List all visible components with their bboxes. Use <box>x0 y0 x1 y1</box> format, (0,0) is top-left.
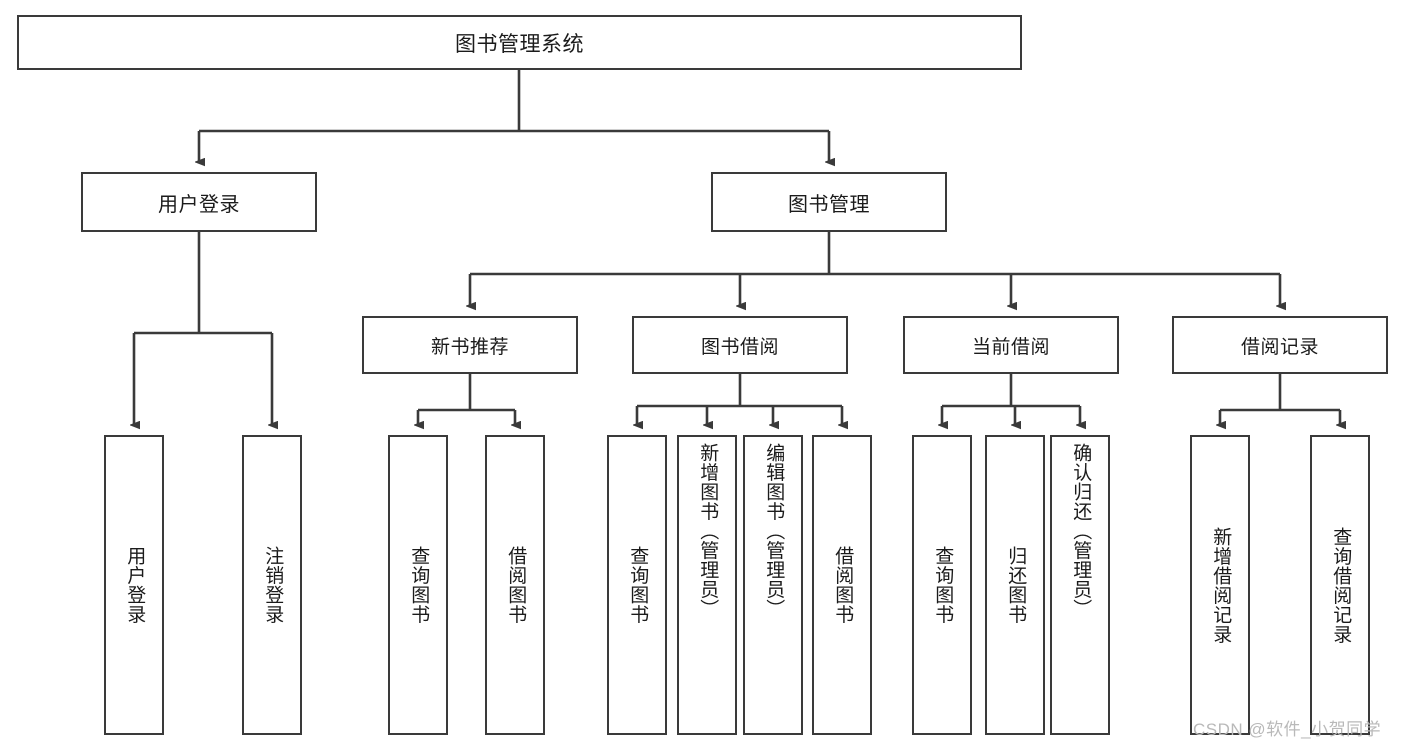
node-borrow-record[interactable]: 借阅记录 <box>1172 316 1388 374</box>
node-leaf-user-logout[interactable]: 注销登录 <box>242 435 302 735</box>
node-root[interactable]: 图书管理系统 <box>17 15 1022 70</box>
node-leaf-user-login[interactable]: 用户登录 <box>104 435 164 735</box>
node-leaf-borrow-book[interactable]: 借阅图书 <box>812 435 872 735</box>
node-leaf-query-book-recommend[interactable]: 查询图书 <box>388 435 448 735</box>
node-new-book-recommend[interactable]: 新书推荐 <box>362 316 578 374</box>
node-leaf-query-borrow-record[interactable]: 查询借阅记录 <box>1310 435 1370 735</box>
node-leaf-return-book[interactable]: 归还图书 <box>985 435 1045 735</box>
node-leaf-add-borrow-record[interactable]: 新增借阅记录 <box>1190 435 1250 735</box>
node-leaf-edit-book-admin[interactable]: 编辑图书（管理员） <box>743 435 803 735</box>
node-user-login[interactable]: 用户登录 <box>81 172 317 232</box>
node-leaf-confirm-return-admin[interactable]: 确认归还（管理员） <box>1050 435 1110 735</box>
node-book-manage[interactable]: 图书管理 <box>711 172 947 232</box>
node-leaf-borrow-book-recommend[interactable]: 借阅图书 <box>485 435 545 735</box>
node-leaf-query-book-borrow[interactable]: 查询图书 <box>607 435 667 735</box>
node-leaf-query-book-current[interactable]: 查询图书 <box>912 435 972 735</box>
csdn-watermark: CSDN @软件_小贺同学 <box>1193 720 1382 739</box>
node-current-borrow[interactable]: 当前借阅 <box>903 316 1119 374</box>
node-leaf-add-book-admin[interactable]: 新增图书（管理员） <box>677 435 737 735</box>
node-book-borrow[interactable]: 图书借阅 <box>632 316 848 374</box>
